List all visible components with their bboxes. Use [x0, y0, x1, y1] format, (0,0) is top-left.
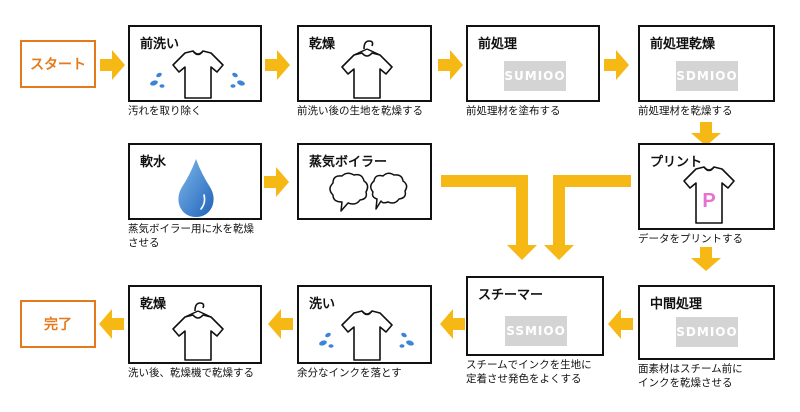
caption-line: インクを乾燥させる — [638, 377, 733, 389]
step-pretreat-dry-caption: 前処理材を乾燥する — [638, 105, 733, 117]
step-softwater: 軟水 — [128, 143, 262, 220]
step-boiler: 蒸気ボイラー — [297, 143, 432, 220]
end-label: 完了 — [44, 317, 72, 333]
caption-line: させる — [128, 237, 160, 249]
arrow-print-to-intermediate — [691, 247, 721, 271]
arrow-boiler-to-steamer — [441, 175, 537, 260]
step-wash-title: 洗い — [309, 297, 336, 312]
step-intermediate: 中間処理 SDMIOO — [638, 285, 775, 360]
t-shirt-printed-p-icon: P — [683, 166, 735, 224]
arrow-print-to-steamer — [544, 175, 631, 260]
logo-box: SDMIOO — [676, 317, 738, 347]
step-prewash-title: 前洗い — [140, 37, 180, 52]
step-intermediate-title: 中間処理 — [650, 297, 703, 312]
print-letter: P — [702, 190, 715, 212]
step-wash-caption: 余分なインクを落とす — [297, 367, 402, 379]
step-steamer-title: スチーマー — [478, 288, 544, 303]
step-print-caption: データをプリントする — [638, 233, 743, 245]
start-label: スタート — [30, 57, 86, 73]
step-dry1-caption: 前洗い後の生地を乾燥する — [297, 105, 423, 117]
step-intermediate-caption: 面素材はスチーム前に インクを乾燥させる — [638, 362, 743, 390]
step-dry2-title: 乾燥 — [140, 297, 167, 312]
logo-text: SSMIOO — [506, 324, 566, 338]
t-shirt-on-hanger-icon — [172, 302, 224, 361]
caption-line: スチームでインクを生地に — [466, 359, 592, 371]
arrow-pretreat-to-pretreatdry — [604, 50, 629, 80]
logo-box: SDMIOO — [676, 61, 738, 91]
step-dry2-caption: 洗い後、乾燥機で乾燥する — [128, 367, 254, 379]
step-prewash: 前洗い — [128, 25, 262, 102]
caption-line: 蒸気ボイラー用に水を乾燥 — [128, 223, 254, 235]
logo-text: SUMIOO — [504, 69, 566, 83]
arrow-steamer-to-wash — [440, 309, 465, 339]
step-dry1: 乾燥 — [297, 25, 432, 102]
arrow-intermediate-to-steamer — [608, 309, 633, 339]
t-shirt-with-water-drops-icon — [150, 50, 245, 99]
step-pretreat-caption: 前処理材を塗布する — [466, 105, 561, 117]
logo-box: SSMIOO — [505, 316, 567, 346]
step-softwater-caption: 蒸気ボイラー用に水を乾燥 させる — [128, 222, 254, 250]
arrow-softwater-to-boiler — [264, 167, 289, 197]
logo-box: SUMIOO — [504, 61, 566, 91]
step-softwater-title: 軟水 — [140, 155, 167, 170]
steam-clouds-icon — [329, 172, 408, 212]
arrow-start-to-prewash — [100, 50, 125, 80]
step-steamer-caption: スチームでインクを生地に 定着させ発色をよくする — [466, 358, 592, 386]
step-pretreat-title: 前処理 — [478, 37, 518, 52]
step-prewash-caption: 汚れを取り除く — [128, 105, 202, 117]
caption-line: 定着させ発色をよくする — [466, 373, 582, 385]
logo-text: SDMIOO — [676, 325, 738, 339]
arrow-prewash-to-dry1 — [265, 50, 290, 80]
step-dry1-title: 乾燥 — [309, 37, 336, 52]
step-pretreat: 前処理 SUMIOO — [466, 25, 600, 102]
step-boiler-title: 蒸気ボイラー — [309, 155, 388, 170]
t-shirt-with-water-drops-icon — [319, 310, 414, 361]
step-dry2: 乾燥 — [128, 285, 262, 364]
step-print: プリント P — [638, 143, 775, 230]
arrow-dry1-to-pretreat — [438, 50, 463, 80]
step-pretreat-dry: 前処理乾燥 SDMIOO — [638, 25, 775, 102]
logo-text: SDMIOO — [676, 69, 738, 83]
end-box: 完了 — [20, 300, 96, 348]
caption-line: 面素材はスチーム前に — [638, 363, 743, 375]
step-wash: 洗い — [297, 285, 432, 364]
step-pretreat-dry-title: 前処理乾燥 — [650, 37, 716, 52]
water-drop-icon — [178, 159, 214, 217]
arrow-dry2-to-end — [99, 309, 124, 339]
t-shirt-on-hanger-icon — [341, 40, 393, 99]
arrow-wash-to-dry2 — [268, 309, 293, 339]
step-print-title: プリント — [650, 155, 703, 170]
start-box: スタート — [20, 40, 96, 88]
arrow-pretreatdry-to-print — [691, 122, 721, 146]
step-steamer: スチーマー SSMIOO — [466, 276, 604, 356]
